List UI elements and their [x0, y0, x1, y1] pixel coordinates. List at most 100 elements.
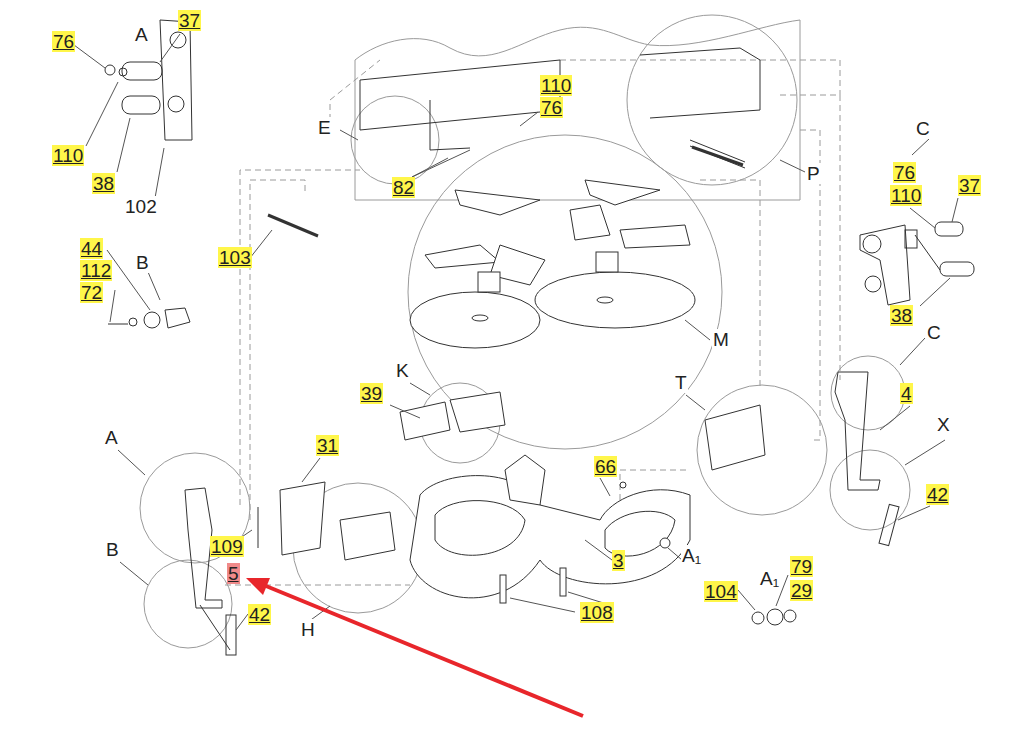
drawing-stroke: [160, 20, 192, 140]
drawing-stroke: [935, 222, 963, 236]
callout-number: 108: [580, 602, 614, 623]
detail-letter: M: [712, 329, 730, 350]
callout-number: 44: [80, 238, 103, 259]
callout-number: 76: [52, 31, 75, 52]
drawing-stroke: [118, 450, 145, 475]
drawing-stroke: [144, 312, 160, 328]
detail-letter: H: [300, 619, 316, 640]
frame-outline: [355, 20, 800, 200]
callout-number: 42: [248, 604, 271, 625]
detail-letter: A₁: [681, 545, 702, 566]
callout-number: 104: [704, 581, 738, 602]
drawing-stroke: [510, 598, 575, 612]
frame-beams: [360, 48, 760, 168]
drawing-stroke: [472, 315, 488, 321]
drawing-stroke: [685, 320, 710, 340]
drawing-stroke: [408, 135, 722, 449]
drawing-stroke: [410, 292, 540, 348]
drawing-stroke: [570, 205, 610, 240]
callout-number: 38: [92, 173, 115, 194]
drawing-stroke: [596, 252, 618, 272]
drawing-stroke: [110, 290, 115, 322]
detail-letter: P: [806, 163, 821, 184]
detail-letter: A₁: [759, 568, 780, 589]
drawing-stroke: [686, 395, 705, 410]
drawing-stroke: [140, 453, 250, 563]
drawing-stroke: [226, 615, 236, 655]
drawing-stroke: [455, 190, 540, 215]
callout-number: 37: [958, 175, 981, 196]
pointer-arrow: [246, 578, 583, 716]
callout-number: 29: [790, 580, 813, 601]
drawing-stroke: [900, 338, 925, 365]
drawing-stroke: [620, 225, 690, 248]
detail-circles: [140, 15, 910, 648]
drawing-stroke: [784, 610, 796, 622]
drawing-stroke: [700, 180, 760, 390]
drawing-stroke: [117, 118, 130, 172]
drawing-stroke: [627, 15, 797, 185]
side-arms: [185, 372, 899, 655]
drawing-stroke: [767, 609, 783, 625]
main-deck: [280, 392, 765, 603]
callout-number: 79: [790, 556, 813, 577]
drawing-stroke: [912, 138, 930, 155]
drawing-stroke: [535, 272, 695, 328]
drawing-stroke: [108, 324, 128, 325]
drawing-stroke: [165, 308, 190, 328]
detail-letter: X: [936, 414, 951, 435]
detail-letter: T: [674, 372, 688, 393]
drawing-stroke: [879, 504, 899, 545]
drawing-stroke: [705, 405, 765, 470]
drawing-stroke: [240, 170, 360, 505]
drawing-stroke: [160, 34, 180, 62]
drawing-stroke: [640, 48, 760, 118]
drawing-stroke: [120, 562, 148, 585]
drawing-stroke: [122, 62, 162, 80]
drawing-stroke: [450, 392, 505, 432]
drawing-stroke: [585, 180, 660, 205]
detail-letter: B: [135, 252, 150, 273]
leader-lines: [70, 34, 958, 630]
callout-number: 109: [210, 536, 244, 557]
drawing-stroke: [122, 96, 160, 114]
drawing-stroke: [119, 68, 127, 76]
callout-number: 76: [540, 97, 563, 118]
drawing-stroke: [144, 560, 232, 648]
detail-letter: C: [926, 322, 942, 343]
drawing-stroke: [697, 385, 827, 515]
drawing-stroke: [898, 506, 930, 520]
drawing-stroke: [690, 146, 745, 168]
drawing-stroke: [107, 250, 150, 310]
callout-number: 72: [80, 282, 103, 303]
drawing-stroke: [302, 458, 320, 482]
callout-number: 42: [926, 484, 949, 505]
drawing-stroke: [940, 262, 974, 276]
drawing-stroke: [905, 440, 945, 465]
drawing-stroke: [390, 405, 420, 418]
drawing-stroke: [360, 60, 560, 130]
drawing-stroke: [668, 548, 682, 560]
callout-number: 37: [178, 10, 201, 31]
drawing-stroke: [952, 198, 958, 222]
drawing-stroke: [246, 578, 270, 595]
drawing-stroke: [340, 130, 358, 140]
drawing-stroke: [690, 140, 745, 162]
callout-number: 38: [890, 305, 913, 326]
drawing-stroke: [148, 272, 160, 300]
drawing-stroke: [560, 60, 840, 95]
washer-set: [752, 609, 796, 625]
drawing-stroke: [478, 272, 500, 292]
drawing-stroke: [236, 614, 248, 630]
callout-number: 4: [900, 383, 913, 404]
drawing-stroke: [585, 540, 612, 560]
callout-number: 110: [540, 75, 572, 96]
drawing-stroke: [860, 225, 910, 305]
drawing-stroke: [129, 318, 137, 326]
drawing-stroke: [400, 402, 450, 440]
drawing-stroke: [410, 383, 430, 395]
drawing-stroke: [800, 130, 820, 440]
detail-letter: A: [104, 427, 119, 448]
drawing-stroke: [597, 297, 613, 303]
